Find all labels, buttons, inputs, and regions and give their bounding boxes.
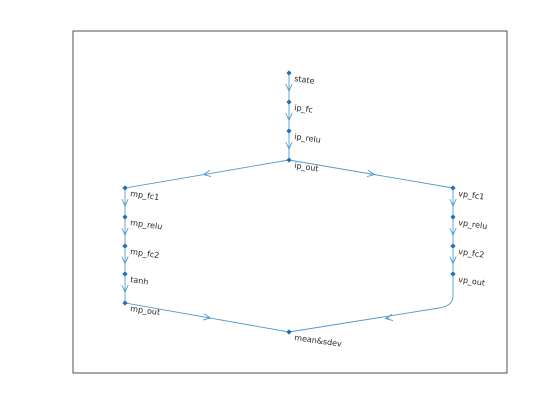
- edge-tanh-to-mp-out-arrowhead: [121, 284, 129, 294]
- edge-mp-fc1-to-mp-relu-arrowhead: [121, 198, 129, 208]
- nodes-layer: state ip_fc ip_relu ip_out mp_fc1 mp_relu mp_f…: [122, 70, 488, 349]
- node-mp-fc1: [122, 185, 128, 191]
- node-tanh: [122, 271, 128, 277]
- node-label-vp-relu: vp_relu: [458, 218, 488, 231]
- node-label-state: state: [294, 74, 315, 86]
- node-label-mp-fc1: mp_fc1: [130, 189, 160, 202]
- node-label-mp-relu: mp_relu: [130, 218, 163, 231]
- edge-vp-fc2-to-vp-out-arrowhead: [449, 256, 457, 265]
- node-label-vp-fc1: vp_fc1: [458, 189, 485, 202]
- node-label-tanh: tanh: [130, 275, 149, 286]
- node-label-ip-fc: ip_fc: [294, 103, 314, 114]
- node-vp-fc2: [450, 243, 456, 249]
- node-vp-fc1: [450, 185, 456, 191]
- node-mp-relu: [122, 214, 128, 220]
- edge-state-to-ip-fc-arrowhead: [285, 83, 293, 93]
- edge-vp-fc1-to-vp-relu-arrowhead: [449, 198, 457, 208]
- node-state: [286, 70, 292, 76]
- edge-mp-relu-to-mp-fc2-arrowhead: [121, 227, 129, 237]
- node-label-mp-fc2: mp_fc2: [130, 247, 160, 260]
- edges-layer: [121, 73, 457, 333]
- edge-vp-relu-to-vp-fc2-arrowhead: [449, 227, 457, 237]
- node-label-vp-fc2: vp_fc2: [458, 247, 485, 260]
- edge-vp-out-to-mean-sdev: [288, 274, 454, 333]
- node-ip-out: [286, 157, 292, 163]
- node-ip-relu: [286, 128, 292, 134]
- node-label-ip-relu: ip_relu: [294, 132, 322, 145]
- edge-ip-out-to-vp-fc1-arrowhead: [366, 169, 376, 177]
- edge-ip-fc-to-ip-relu-arrowhead: [285, 112, 293, 122]
- node-vp-out: [450, 271, 456, 277]
- axes-box: [72, 30, 508, 374]
- edge-ip-out-to-mp-fc1-arrowhead: [202, 169, 212, 177]
- node-label-ip-out: ip_out: [294, 161, 319, 173]
- edge-ip-relu-to-ip-out-arrowhead: [285, 141, 293, 151]
- edge-mp-fc2-to-tanh-arrowhead: [121, 256, 129, 265]
- node-label-mp-out: mp_out: [130, 304, 161, 317]
- node-label-vp-out: vp_out: [458, 275, 486, 288]
- node-vp-relu: [450, 214, 456, 220]
- edge-vp-out-to-mean-sdev-arrowhead: [384, 313, 394, 322]
- edge-mp-out-to-mean-sdev-arrowhead: [202, 313, 212, 321]
- node-ip-fc: [286, 99, 292, 105]
- node-mean-sdev: [286, 329, 292, 335]
- node-mp-fc2: [122, 243, 128, 249]
- node-mp-out: [122, 300, 128, 306]
